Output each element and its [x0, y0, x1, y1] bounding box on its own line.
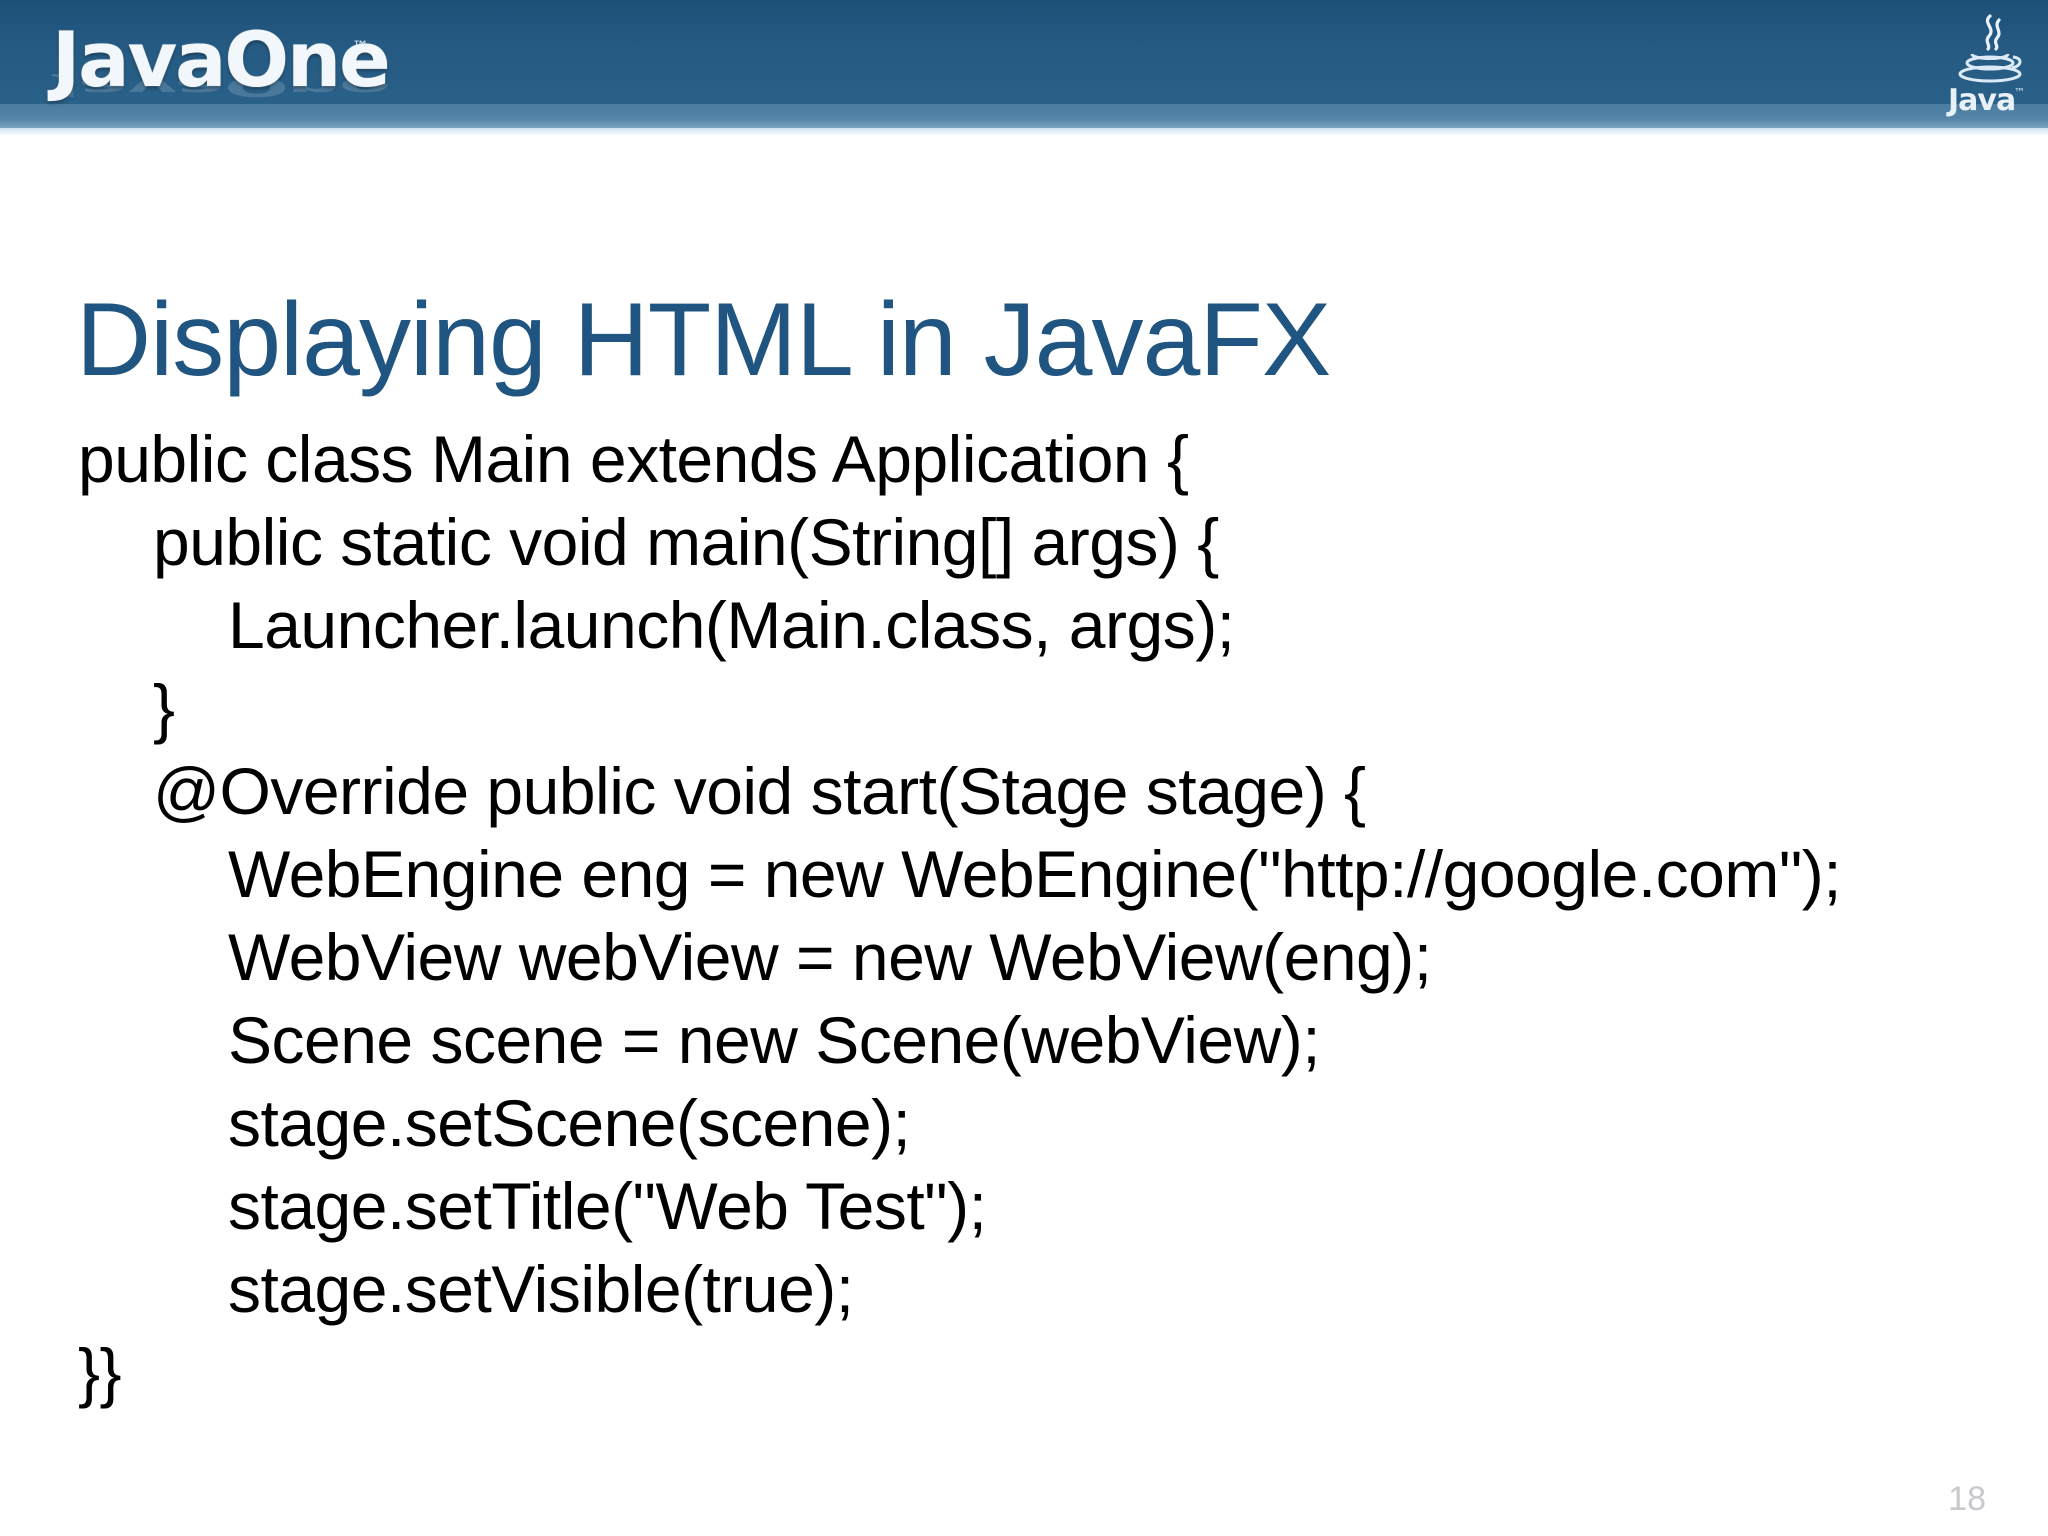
header-band-light — [0, 104, 2048, 128]
code-line: WebEngine eng = new WebEngine("http://go… — [228, 837, 1842, 911]
code-line: } — [153, 671, 175, 745]
code-line: stage.setScene(scene); — [228, 1086, 911, 1160]
code-line: public class Main extends Application { — [78, 422, 1189, 496]
code-block: public class Main extends Application { … — [78, 418, 1978, 1414]
javaone-logo-text: JavaOne — [52, 15, 391, 104]
header-hairline-divider — [0, 128, 2048, 136]
header-band-dark — [0, 0, 2048, 104]
code-line: public static void main(String[] args) { — [153, 505, 1219, 579]
javaone-trademark-icon: ™ — [352, 38, 369, 58]
slide-page-number: 18 — [1948, 1480, 1986, 1518]
java-logo-trademark-icon: ™ — [2014, 86, 2025, 99]
code-line: @Override public void start(Stage stage)… — [153, 754, 1366, 828]
java-steam-cup-icon — [1958, 14, 2022, 83]
code-line: Launcher.launch(Main.class, args); — [228, 588, 1235, 662]
code-line: stage.setVisible(true); — [228, 1252, 854, 1326]
java-logo-wordmark: Java — [1948, 83, 2016, 118]
code-line: WebView webView = new WebView(eng); — [228, 920, 1432, 994]
code-line: stage.setTitle("Web Test"); — [228, 1169, 987, 1243]
slide-header: JavaOne JavaOne ™ Java ™ — [0, 0, 2048, 136]
code-line: }} — [78, 1335, 122, 1409]
page-title: Displaying HTML in JavaFX — [76, 281, 1331, 398]
java-coffee-cup-logo: Java ™ — [1944, 8, 2036, 120]
code-line: Scene scene = new Scene(webView); — [228, 1003, 1321, 1077]
javaone-logo: JavaOne JavaOne ™ — [52, 16, 422, 120]
